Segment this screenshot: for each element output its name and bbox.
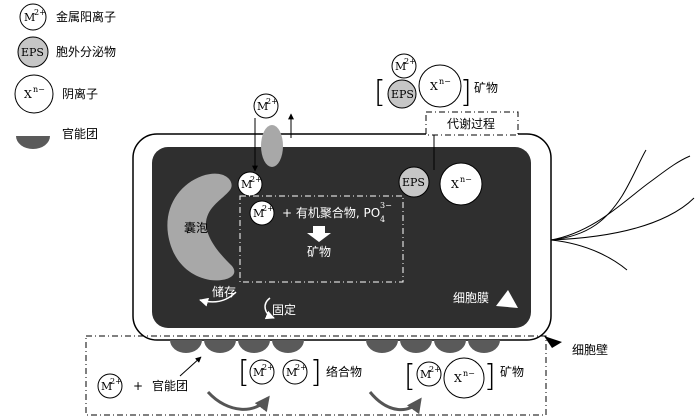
svg-text:2+: 2+ <box>250 175 262 184</box>
legend-m2-item: M 2+ 金属阳离子 <box>19 3 116 31</box>
extracellular-box <box>85 335 547 416</box>
extracellular-reactions: M 2+ + 官能团 [ M 2+ M 2+ ] 络合物 [ M 2+ X <box>85 335 547 416</box>
wall-label: 细胞壁 <box>572 342 608 357</box>
svg-text:M: M <box>257 100 268 113</box>
svg-text:n−: n− <box>463 369 475 378</box>
svg-text:2+: 2+ <box>110 377 122 386</box>
x-ion-inner: X n− <box>439 162 483 206</box>
svg-text:X: X <box>454 372 462 385</box>
m2-ion-bottom-mineral: M 2+ <box>416 361 442 387</box>
flagellum <box>550 149 695 271</box>
legend-x-symbol: X <box>24 88 32 101</box>
svg-text:M: M <box>286 366 297 379</box>
legend-m2-symbol: M <box>24 11 35 24</box>
bottom-mineral-label: 矿物 <box>500 365 524 379</box>
legend-eps-item: EPS 胞外分泌物 <box>17 36 116 68</box>
intracellular-reaction-box <box>239 195 404 283</box>
legend-x-label: 阴离子 <box>62 86 98 101</box>
svg-text:[: [ <box>404 359 416 394</box>
m2-ion-membrane: M 2+ <box>237 171 263 197</box>
complexation-arrow <box>206 390 270 413</box>
svg-text:M: M <box>241 178 252 191</box>
bottom-group-label: 官能团 <box>152 378 188 393</box>
svg-text:2+: 2+ <box>404 57 416 66</box>
complex-label: 络合物 <box>326 364 362 379</box>
vacuole-label: 囊泡 <box>184 220 208 235</box>
eps-inner: EPS <box>398 166 430 198</box>
svg-text:[: [ <box>238 355 250 390</box>
po4-superscript: 3− <box>380 201 392 210</box>
down-arrow-icon <box>307 226 331 242</box>
svg-text:n−: n− <box>439 77 451 86</box>
vacuole <box>167 173 235 281</box>
legend-m2-label: 金属阳离子 <box>56 9 116 24</box>
eps-mineral: EPS <box>387 79 417 109</box>
svg-text:]: ] <box>460 75 472 110</box>
svg-text:M: M <box>253 366 264 379</box>
bottom-plus: + <box>133 379 143 393</box>
svg-text:X: X <box>430 80 438 93</box>
legend-eps-label: 胞外分泌物 <box>56 45 116 59</box>
svg-text:2+: 2+ <box>429 365 441 374</box>
m2-ion-mineral: M 2+ <box>391 53 417 79</box>
storage-arrow <box>199 291 237 307</box>
extracellular-mineral: [ M 2+ EPS X n− ] 矿物 <box>374 53 498 110</box>
svg-text:]: ] <box>310 355 322 390</box>
po4-subscript: 4 <box>380 215 385 224</box>
m2-ion-inner: M 2+ <box>249 200 275 226</box>
membrane-pointer <box>496 290 518 308</box>
fixation-arrow <box>264 297 275 320</box>
functional-group-icon <box>16 136 50 149</box>
inner-reaction-text: + 有机聚合物, PO <box>282 205 380 220</box>
mineralization-arrow <box>368 391 422 415</box>
m2-ion-top: M 2+ <box>253 93 279 119</box>
storage-label: 储存 <box>212 284 236 299</box>
legend-eps-symbol: EPS <box>21 46 44 59</box>
svg-text:M: M <box>395 60 406 73</box>
m2-ion-bottom: M 2+ <box>97 373 123 399</box>
x-ion-mineral: X n− <box>418 64 462 108</box>
cell: 囊泡 M 2+ M 2+ M 2+ + 有机聚合物, PO 4 3− 矿物 <box>132 93 695 357</box>
functional-groups <box>170 340 500 353</box>
membrane-label: 细胞膜 <box>453 291 489 305</box>
metabolism-box <box>425 111 519 136</box>
legend-m2-charge: 2+ <box>34 8 46 17</box>
svg-text:2+: 2+ <box>262 204 274 213</box>
group-pointer-arrow <box>179 356 202 377</box>
svg-text:EPS: EPS <box>402 176 425 189</box>
svg-text:[: [ <box>374 75 386 110</box>
inner-mineral-label: 矿物 <box>307 245 331 259</box>
legend-x-charge: n− <box>33 85 45 94</box>
svg-text:M: M <box>420 368 431 381</box>
legend: M 2+ 金属阳离子 EPS 胞外分泌物 X n− 阴离子 官能团 <box>14 3 116 149</box>
svg-text:EPS: EPS <box>391 88 414 101</box>
svg-text:M: M <box>101 380 112 393</box>
metabolism-label: 代谢过程 <box>447 116 495 131</box>
legend-x-item: X n− 阴离子 <box>14 74 98 114</box>
fixation-label: 固定 <box>272 302 296 317</box>
svg-text:2+: 2+ <box>262 363 274 372</box>
svg-text:2+: 2+ <box>295 363 307 372</box>
legend-group-label: 官能团 <box>62 126 98 141</box>
m2-ion-complex-2: M 2+ <box>282 359 308 385</box>
svg-text:n−: n− <box>460 175 472 184</box>
svg-text:]: ] <box>484 359 496 394</box>
m2-ion-complex-1: M 2+ <box>249 359 275 385</box>
top-mineral-label: 矿物 <box>474 81 498 95</box>
membrane-channel <box>261 125 283 167</box>
wall-pointer <box>544 336 562 348</box>
svg-text:X: X <box>451 178 459 191</box>
svg-text:2+: 2+ <box>266 97 278 106</box>
x-ion-bottom-mineral: X n− <box>443 357 485 399</box>
svg-text:M: M <box>253 207 264 220</box>
legend-group-item: 官能团 <box>16 126 98 149</box>
